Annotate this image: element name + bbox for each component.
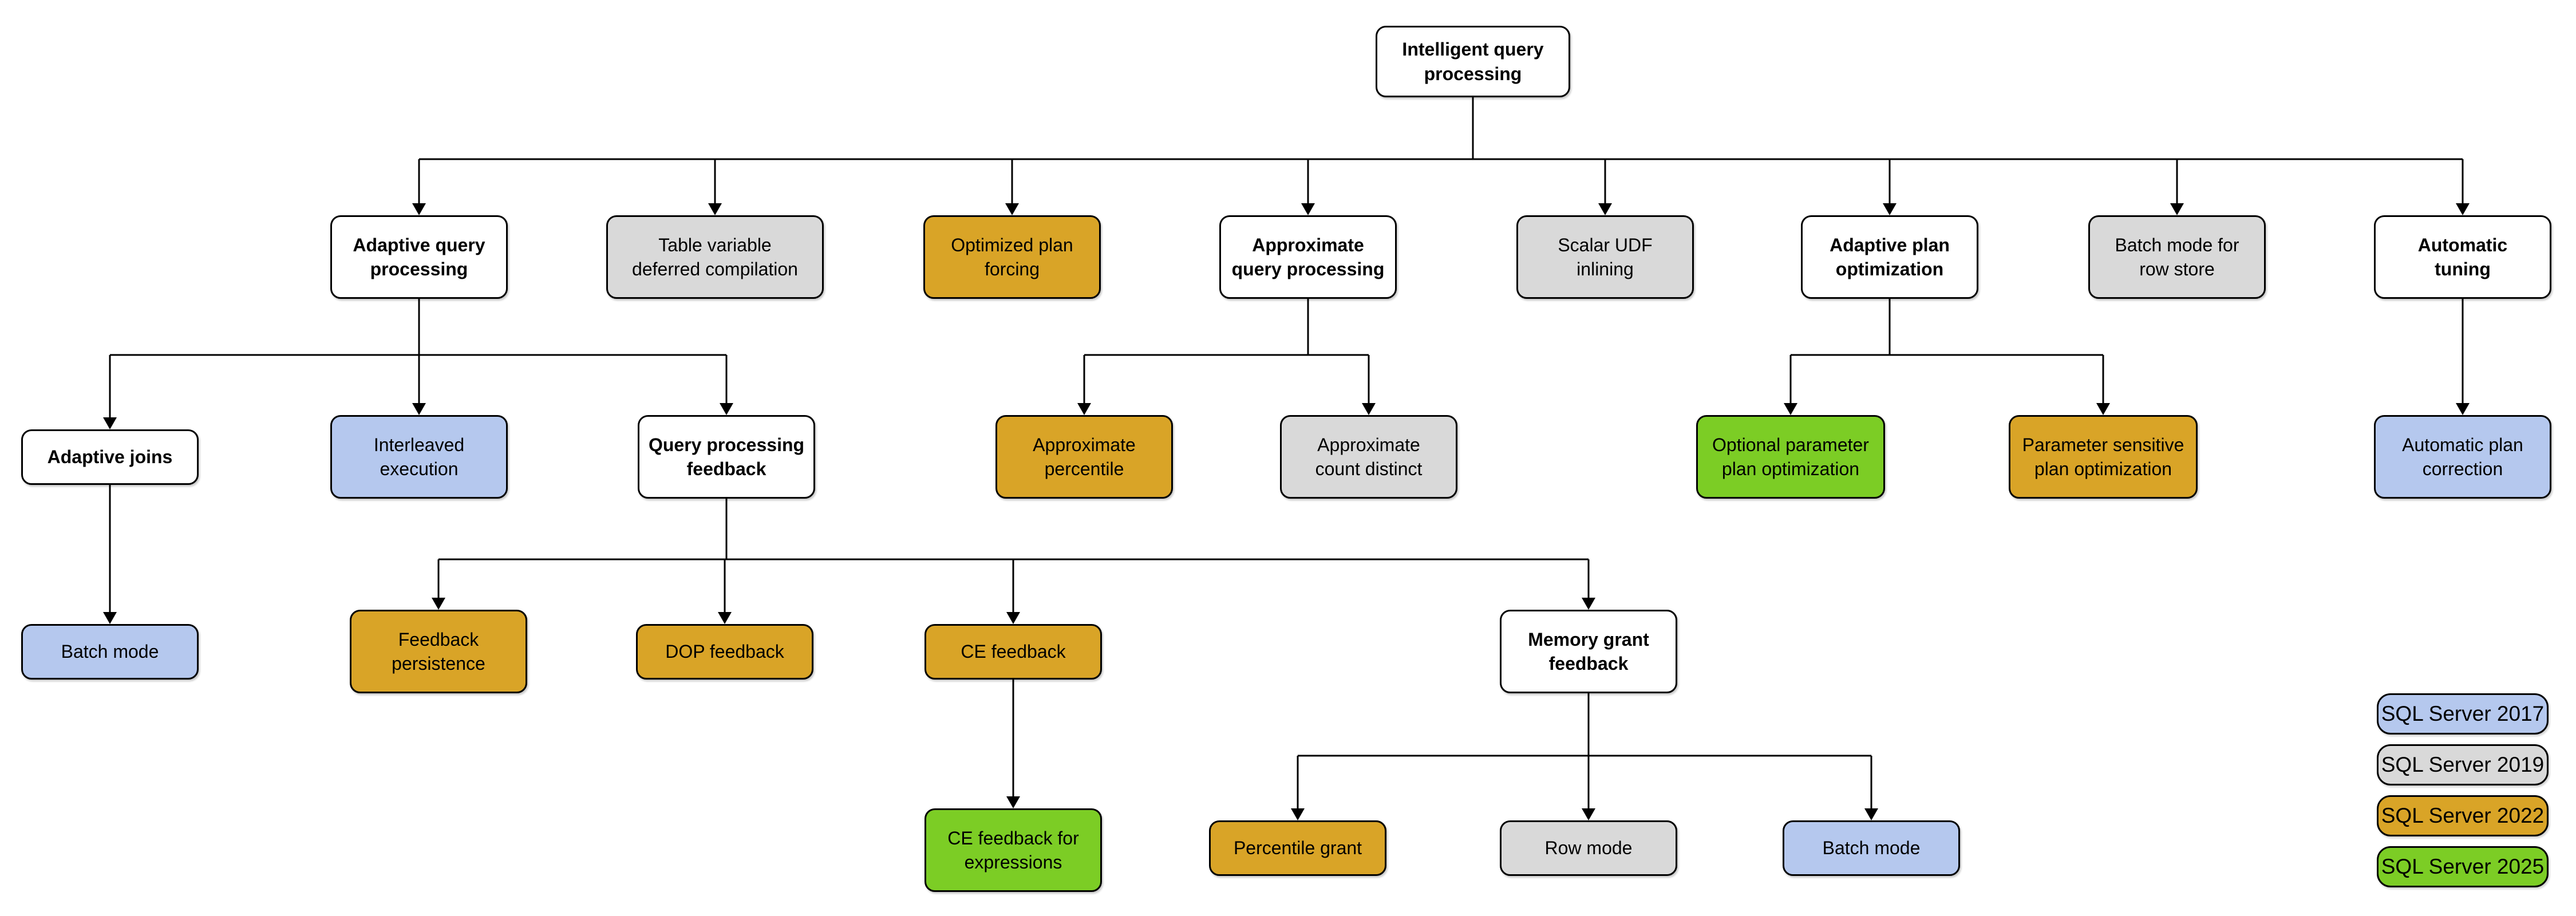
node-interleaved-execution: Interleaved execution <box>330 415 508 499</box>
legend-sql-server-2019: SQL Server 2019 <box>2377 744 2549 785</box>
node-feedback-persistence: Feedback persistence <box>350 610 527 693</box>
node-optimized-plan-forcing: Optimized plan forcing <box>923 215 1101 299</box>
node-batch-mode-memory-grant: Batch mode <box>1783 820 1960 876</box>
node-approximate-count-distinct: Approximate count distinct <box>1280 415 1457 499</box>
node-batch-mode-for-row-store: Batch mode for row store <box>2088 215 2266 299</box>
node-adaptive-query-processing: Adaptive query processing <box>330 215 508 299</box>
node-percentile-grant: Percentile grant <box>1209 820 1386 876</box>
node-scalar-udf-inlining: Scalar UDF inlining <box>1516 215 1694 299</box>
legend-sql-server-2025: SQL Server 2025 <box>2377 846 2549 887</box>
node-approximate-query-processing: Approximate query processing <box>1219 215 1397 299</box>
node-batch-mode-adaptive-joins: Batch mode <box>21 624 199 680</box>
node-dop-feedback: DOP feedback <box>636 624 813 680</box>
node-automatic-tuning: Automatic tuning <box>2374 215 2551 299</box>
node-memory-grant-feedback: Memory grant feedback <box>1500 610 1677 693</box>
node-row-mode: Row mode <box>1500 820 1677 876</box>
node-adaptive-joins: Adaptive joins <box>21 429 199 485</box>
node-intelligent-query-processing: Intelligent query processing <box>1376 26 1570 97</box>
legend-sql-server-2022: SQL Server 2022 <box>2377 795 2549 836</box>
node-optional-parameter-plan-optimization: Optional parameter plan optimization <box>1696 415 1885 499</box>
node-approximate-percentile: Approximate percentile <box>995 415 1173 499</box>
legend-sql-server-2017: SQL Server 2017 <box>2377 693 2549 735</box>
node-ce-feedback: CE feedback <box>924 624 1102 680</box>
node-adaptive-plan-optimization: Adaptive plan optimization <box>1801 215 1978 299</box>
node-automatic-plan-correction: Automatic plan correction <box>2374 415 2551 499</box>
node-ce-feedback-for-expressions: CE feedback for expressions <box>924 808 1102 892</box>
node-table-variable-deferred-compilation: Table variable deferred compilation <box>606 215 824 299</box>
connector-lines <box>109 97 2464 810</box>
node-query-processing-feedback: Query processing feedback <box>638 415 815 499</box>
node-parameter-sensitive-plan-optimization: Parameter sensitive plan optimization <box>2009 415 2198 499</box>
